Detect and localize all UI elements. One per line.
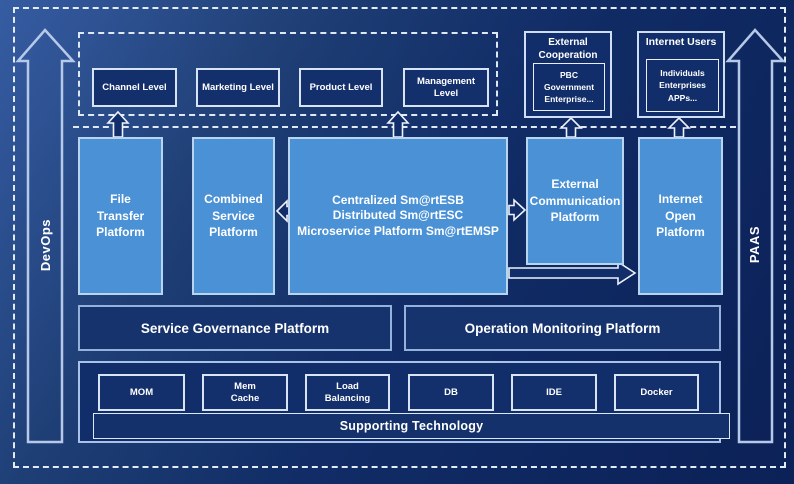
external-cooperation-box: External Cooperation PBC Government Ente… <box>524 31 612 118</box>
devops-label-text: DevOps <box>37 218 53 272</box>
devops-arrow-label: DevOps <box>28 170 62 320</box>
tech-box-load-balancing: Load Balancing <box>305 374 390 411</box>
external-cooperation-content-box: PBC Government Enterprise... <box>533 63 605 111</box>
platform-combined-service: Combined Service Platform <box>192 137 275 295</box>
levels-dashed-group <box>78 32 498 116</box>
layer-separator-dashed-line <box>73 126 736 128</box>
level-box-channel: Channel Level <box>92 68 177 107</box>
platform-external-communication: External Communication Platform <box>526 137 624 265</box>
internet-users-box: Internet Users Individuals Enterprises A… <box>637 31 725 118</box>
tech-box-mem-cache: Mem Cache <box>202 374 288 411</box>
tech-box-ide: IDE <box>511 374 597 411</box>
level-box-marketing: Marketing Level <box>196 68 280 107</box>
level-box-management: Management Level <box>403 68 489 107</box>
level-label: Management Level <box>416 75 476 99</box>
tech-box-mom: MOM <box>98 374 185 411</box>
tech-box-db: DB <box>408 374 494 411</box>
level-label: Product Level <box>309 81 373 93</box>
tech-box-docker: Docker <box>614 374 699 411</box>
platform-internet-open: Internet Open Platform <box>638 137 723 295</box>
operation-monitoring-platform-box: Operation Monitoring Platform <box>404 305 721 351</box>
paas-label-text: PAAS <box>747 226 762 264</box>
level-label: Channel Level <box>102 81 167 93</box>
supporting-technology-label: Supporting Technology <box>339 419 484 433</box>
internet-users-content-box: Individuals Enterprises APPs... <box>646 59 719 112</box>
external-cooperation-title: External Cooperation <box>538 37 598 61</box>
service-governance-platform-box: Service Governance Platform <box>78 305 392 351</box>
supporting-technology-bar: Supporting Technology <box>93 413 730 439</box>
platform-esb-core: Centralized Sm@rtESB Distributed Sm@rtES… <box>288 137 508 295</box>
internet-users-title: Internet Users <box>645 36 717 48</box>
level-box-product: Product Level <box>299 68 383 107</box>
level-label: Marketing Level <box>202 81 274 93</box>
paas-arrow-label: PAAS <box>738 170 771 320</box>
platform-file-transfer: File Transfer Platform <box>78 137 163 295</box>
